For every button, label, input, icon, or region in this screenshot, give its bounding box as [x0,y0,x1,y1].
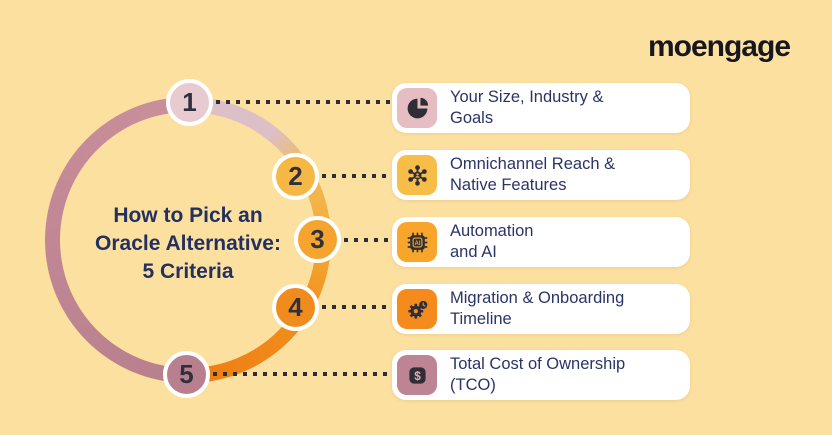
step-badge-2: 2 [272,153,319,200]
step-number-5: 5 [179,359,194,389]
title-line-1: How to Pick an [113,204,263,227]
card-3-line-2: and AI [450,243,497,261]
card-2-line-1: Omnichannel Reach & [450,155,616,173]
dollar-icon: $ [397,355,437,395]
step-number-2: 2 [288,161,303,191]
step-badge-4: 4 [272,284,319,331]
card-5-line-1: Total Cost of Ownership [450,355,626,373]
step-badge-3: 3 [294,216,341,263]
card-4-line-2: Timeline [450,310,512,328]
ai-chip-icon: AI [397,222,437,262]
criteria-card-3: AI Automation and AI [392,217,690,267]
step-badge-1: 1 [166,79,213,126]
step-badge-5: 5 [163,351,210,398]
title-line-3: 5 Criteria [142,260,234,283]
criteria-card-2-label: Omnichannel Reach & Native Features [450,154,615,196]
connector-dotted-line-5 [213,372,392,376]
connector-dotted-line-3 [344,238,392,242]
card-2-line-2: Native Features [450,176,567,194]
criteria-card-5-label: Total Cost of Ownership (TCO) [450,354,625,396]
card-1-line-1: Your Size, Industry & [450,88,604,106]
page-title: How to Pick an Oracle Alternative: 5 Cri… [58,202,318,286]
gear-clock-icon [397,289,437,329]
step-number-3: 3 [310,224,325,254]
criteria-card-1-label: Your Size, Industry & Goals [450,87,603,129]
svg-text:AI: AI [414,241,420,247]
step-number-1: 1 [182,87,197,117]
title-line-2: Oracle Alternative: [95,232,281,255]
criteria-card-4-label: Migration & Onboarding Timeline [450,288,624,330]
card-4-line-1: Migration & Onboarding [450,289,625,307]
pie-chart-icon [397,88,437,128]
criteria-card-3-label: Automation and AI [450,221,533,263]
step-number-4: 4 [288,292,303,322]
connector-dotted-line-2 [322,174,392,178]
card-1-line-2: Goals [450,109,494,127]
card-5-line-2: (TCO) [450,376,496,394]
criteria-card-5: $ Total Cost of Ownership (TCO) [392,350,690,400]
hub-network-icon [397,155,437,195]
connector-dotted-line-4 [322,305,392,309]
moengage-logo: moengage [647,30,791,63]
connector-dotted-line-1 [216,100,392,104]
card-3-line-1: Automation [450,222,534,240]
criteria-ring-center [60,112,316,368]
criteria-card-4: Migration & Onboarding Timeline [392,284,690,334]
criteria-card-1: Your Size, Industry & Goals [392,83,690,133]
svg-text:$: $ [414,368,421,382]
criteria-card-2: Omnichannel Reach & Native Features [392,150,690,200]
